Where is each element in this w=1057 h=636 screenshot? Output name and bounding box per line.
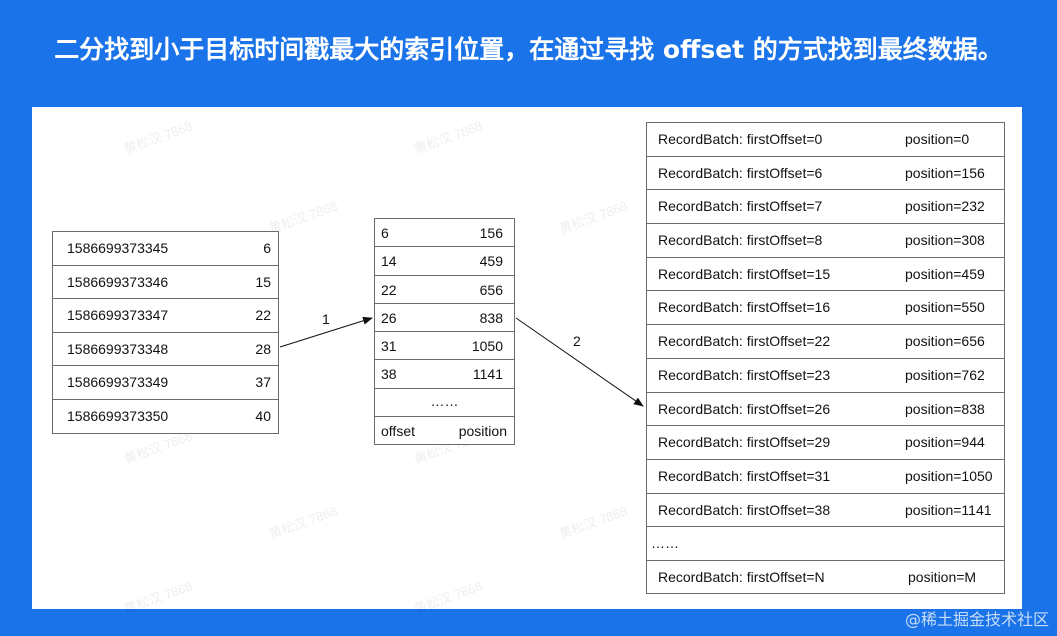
timestamp-cell: 1586699373347 [67,307,169,324]
position-cell: position=550 [905,299,985,316]
table-row: RecordBatch: firstOffset=29 position=944 [647,426,1004,460]
position-cell: 156 [479,225,503,241]
table-row: 1586699373347 22 [53,299,278,333]
ellipsis: …… [651,535,679,552]
table-row: RecordBatch: firstOffset=0 position=0 [647,123,1004,157]
offset-cell: 28 [255,340,271,357]
batch-cell: RecordBatch: firstOffset=22 [658,333,831,350]
corner-mark: @稀土掘金技术社区 [904,610,1049,629]
ellipsis: …… [430,392,459,409]
table-row: 1586699373350 40 [53,400,278,434]
offset-cell: 40 [255,407,271,424]
position-cell: position=232 [905,198,985,215]
position-header: position [458,423,507,440]
table-row: 22 656 [375,276,514,304]
offset-cell: 37 [255,374,271,391]
table-row: 31 1050 [375,332,514,361]
table-row: RecordBatch: firstOffset=31 position=105… [647,460,1004,494]
page-title: 二分找到小于目标时间戳最大的索引位置，在通过寻找 offset 的方式找到最终数… [54,35,1003,64]
position-cell: position=M [908,568,977,585]
batch-cell: RecordBatch: firstOffset=8 [658,232,823,249]
timestamp-cell: 1586699373345 [67,240,169,256]
arrow-1-label: 1 [322,311,330,327]
diagram-panel: 黄松汉 7868 黄松汉 7868 黄松汉 7868 黄松汉 7868 黄松汉 … [32,107,1022,617]
offset-index-table: 6 156 14 459 22 656 26 838 31 1050 38 11… [374,218,515,445]
position-cell: 656 [479,281,503,298]
offset-cell: 22 [381,281,397,298]
position-cell: position=656 [905,333,985,350]
position-cell: position=762 [905,366,985,383]
offset-cell: 14 [381,253,397,270]
position-cell: position=944 [905,434,985,451]
table-row: 14 459 [375,247,514,276]
table-row: 1586699373345 6 [53,232,278,266]
offset-cell: 22 [255,307,271,324]
offset-header: offset [381,423,415,440]
batch-cell: RecordBatch: firstOffset=N [658,568,825,585]
position-cell: 459 [479,253,503,270]
table-row: 38 1141 [375,360,514,389]
table-row: …… [375,389,514,418]
position-cell: position=0 [905,131,970,147]
batch-cell: RecordBatch: firstOffset=7 [658,198,823,215]
offset-cell: 38 [381,366,397,383]
table-row: RecordBatch: firstOffset=26 position=838 [647,393,1004,427]
offset-cell: 15 [255,273,271,290]
arrow-2 [515,317,644,407]
table-row: RecordBatch: firstOffset=16 position=550 [647,291,1004,326]
offset-cell: 6 [381,225,389,241]
offset-cell: 31 [381,338,397,355]
batch-cell: RecordBatch: firstOffset=23 [658,366,831,383]
arrow-1 [279,316,373,348]
batch-cell: RecordBatch: firstOffset=26 [658,400,831,417]
position-cell: position=838 [905,400,985,417]
table-row: 6 156 [375,219,514,248]
batch-cell: RecordBatch: firstOffset=29 [658,434,831,451]
offset-cell: 6 [263,240,271,256]
batch-cell: RecordBatch: firstOffset=38 [658,501,831,518]
timestamp-cell: 1586699373346 [67,273,169,290]
table-row: 1586699373348 28 [53,333,278,367]
arrows-layer [279,316,644,407]
offset-cell: 26 [381,309,397,326]
table-row: RecordBatch: firstOffset=7 position=232 [647,190,1004,225]
position-cell: position=156 [905,164,985,181]
batch-cell: RecordBatch: firstOffset=0 [658,131,823,147]
position-cell: position=1050 [905,467,993,484]
position-cell: 1141 [472,366,503,383]
table-row: 1586699373346 15 [53,266,278,300]
position-cell: 838 [479,309,503,326]
position-cell: position=308 [905,232,985,249]
table-header-row: offset position [375,417,514,445]
position-cell: 1050 [471,338,503,355]
batch-cell: RecordBatch: firstOffset=16 [658,299,831,316]
batch-cell: RecordBatch: firstOffset=31 [658,467,831,484]
table-row: 26 838 [375,304,514,333]
table-row: RecordBatch: firstOffset=23 position=762 [647,359,1004,393]
timestamp-cell: 1586699373349 [67,374,169,391]
table-row: RecordBatch: firstOffset=15 position=459 [647,258,1004,292]
table-row: …… [647,527,1004,561]
log-segment-table: RecordBatch: firstOffset=0 position=0 Re… [646,122,1005,594]
position-cell: position=459 [905,265,985,282]
table-row: RecordBatch: firstOffset=22 position=656 [647,325,1004,359]
table-row: RecordBatch: firstOffset=8 position=308 [647,224,1004,258]
time-index-table: 1586699373345 6 1586699373346 15 1586699… [52,231,279,434]
arrow-2-label: 2 [573,333,581,349]
table-row: 1586699373349 37 [53,366,278,400]
timestamp-cell: 1586699373350 [67,407,169,424]
timestamp-cell: 1586699373348 [67,340,169,357]
batch-cell: RecordBatch: firstOffset=6 [658,164,823,181]
table-row: RecordBatch: firstOffset=38 position=114… [647,494,1004,528]
position-cell: position=1141 [905,501,992,518]
table-row: RecordBatch: firstOffset=6 position=156 [647,157,1004,191]
table-row: RecordBatch: firstOffset=N position=M [647,561,1004,595]
batch-cell: RecordBatch: firstOffset=15 [658,265,831,282]
